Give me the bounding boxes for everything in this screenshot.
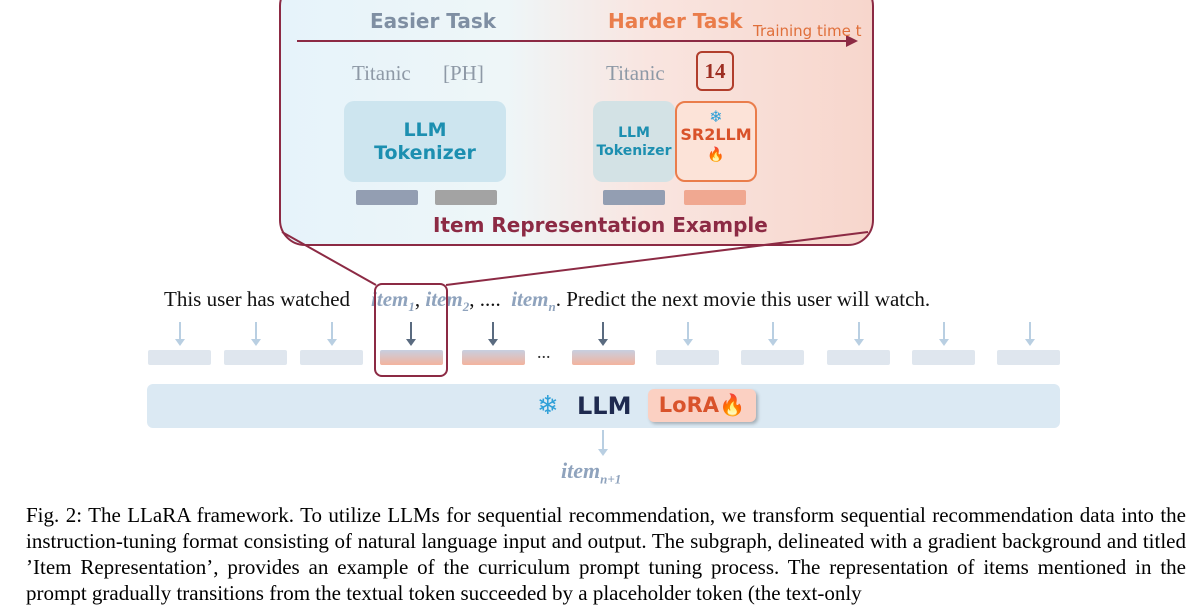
- item-separator: , ....: [469, 287, 501, 311]
- item-embedding: [572, 350, 635, 365]
- token-embedding: [300, 350, 363, 365]
- sr2llm-box: ❄ SR2LLM 🔥: [675, 101, 757, 182]
- llm-tokenizer-easy: LLM Tokenizer: [344, 101, 506, 182]
- snowflake-icon: ❄: [537, 391, 559, 421]
- token-embedding-bar: [356, 190, 418, 205]
- output-item: itemn+1: [561, 458, 622, 487]
- harder-task-label: Harder Task: [608, 9, 743, 33]
- prompt-item-2: item2: [425, 287, 470, 315]
- subgraph-title: Item Representation Example: [433, 213, 768, 237]
- input-arrow: [768, 322, 778, 346]
- item-embedding: [380, 350, 443, 365]
- prompt-item-n: itemn: [511, 287, 556, 315]
- snowflake-icon: ❄: [709, 107, 723, 126]
- easier-task-label: Easier Task: [370, 9, 497, 33]
- fire-icon: 🔥: [707, 147, 725, 163]
- token-embedding: [912, 350, 975, 365]
- tokenizer-line1: LLM: [403, 118, 447, 141]
- token-embedding: [148, 350, 211, 365]
- sr2llm-label: SR2LLM: [680, 125, 752, 144]
- embedding-ellipsis: ...: [537, 342, 551, 362]
- token-embedding: [997, 350, 1060, 365]
- easier-token-placeholder: [PH]: [443, 61, 484, 85]
- llm-label: LLM: [577, 392, 632, 420]
- item-arrow: [488, 322, 498, 346]
- input-arrow: [854, 322, 864, 346]
- item-embedding: [462, 350, 525, 365]
- input-arrow: [1025, 322, 1035, 346]
- item-separator: ,: [414, 287, 421, 311]
- tokenizer-line2: Tokenizer: [374, 141, 476, 164]
- token-embedding: [741, 350, 804, 365]
- harder-token-title: Titanic: [606, 61, 665, 85]
- item-arrow: [406, 322, 416, 346]
- token-embedding: [224, 350, 287, 365]
- tokenizer-line1: LLM: [618, 124, 650, 141]
- token-embedding-bar: [603, 190, 665, 205]
- easier-token-title: Titanic: [352, 61, 411, 85]
- item-arrow: [598, 322, 608, 346]
- input-arrow: [175, 322, 185, 346]
- prompt-suffix: Predict the next movie this user will wa…: [566, 287, 931, 311]
- output-arrow: [598, 430, 608, 456]
- training-time-label: Training time t: [753, 22, 862, 40]
- selected-item-highlight: [374, 283, 448, 377]
- input-arrow: [683, 322, 693, 346]
- prompt-item-1: item1: [371, 287, 415, 315]
- input-arrow: [251, 322, 261, 346]
- training-timeline: [297, 40, 852, 42]
- token-embedding: [656, 350, 719, 365]
- sr2llm-embedding-bar: [684, 190, 746, 205]
- timeline-arrow-icon: [846, 35, 858, 47]
- input-arrow: [327, 322, 337, 346]
- prompt-prefix: This user has watched: [164, 287, 351, 311]
- fire-icon: 🔥: [719, 393, 746, 417]
- llm-tokenizer-hard: LLM Tokenizer: [593, 101, 675, 182]
- harder-token-id: 14: [696, 51, 734, 91]
- llm-block: [147, 384, 1060, 428]
- placeholder-embedding-bar: [435, 190, 497, 205]
- token-embedding: [827, 350, 890, 365]
- input-arrow: [939, 322, 949, 346]
- lora-label: LoRA: [658, 393, 720, 417]
- lora-badge: LoRA🔥: [648, 389, 756, 422]
- figure-caption: Fig. 2: The LLaRA framework. To utilize …: [26, 503, 1186, 605]
- tokenizer-line2: Tokenizer: [596, 142, 672, 159]
- item-separator: .: [555, 287, 561, 311]
- prompt-sentence: This user has watched item1, item2, ....…: [164, 287, 930, 315]
